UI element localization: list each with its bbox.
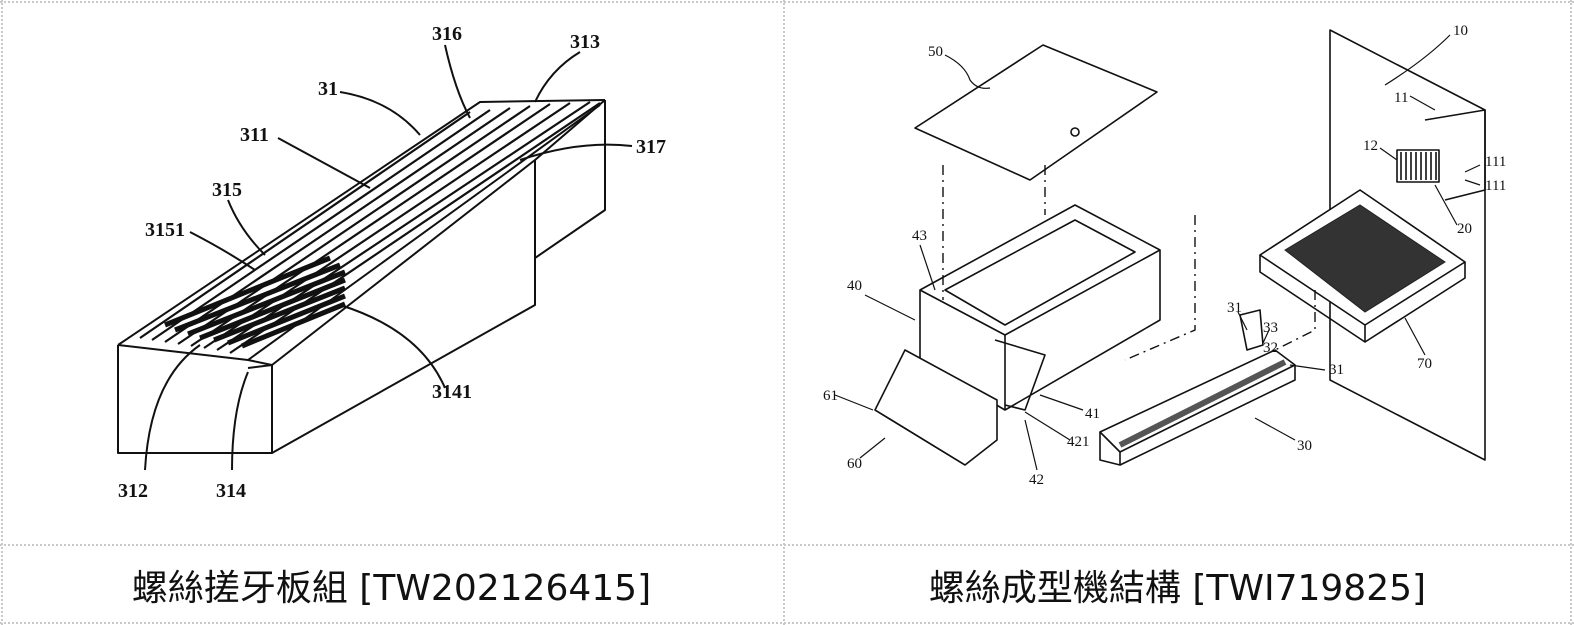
label-31-top: 31 [1227,300,1242,316]
label-312: 312 [118,480,148,502]
label-31-side: 31 [1329,362,1344,378]
screw-forming-machine-drawing: 50 10 11 12 111 111 20 43 40 31 33 32 31… [785,0,1570,544]
label-316: 316 [432,23,462,45]
label-317: 317 [636,136,666,158]
label-30: 30 [1297,438,1312,454]
label-70: 70 [1417,356,1432,372]
label-314: 314 [216,480,246,502]
caption-screw-forming-machine: 螺絲成型機結構 [TWI719825] [785,546,1570,624]
label-12: 12 [1363,138,1378,154]
label-43: 43 [912,228,927,244]
figure-thread-rolling-die: 316 313 31 311 317 315 3151 3141 312 314 [0,0,783,544]
label-111-b: 111 [1485,178,1506,194]
label-32: 32 [1263,340,1278,356]
chute-30 [1100,350,1295,452]
lid-50 [915,45,1157,180]
grid-right-border [1570,0,1572,625]
label-20: 20 [1457,221,1472,237]
label-31: 31 [318,78,338,100]
label-313: 313 [570,31,600,53]
label-10: 10 [1453,23,1468,39]
label-60: 60 [847,456,862,472]
thread-rolling-die-drawing: 316 313 31 311 317 315 3151 3141 312 314 [0,0,783,544]
label-111-a: 111 [1485,154,1506,170]
label-41: 41 [1085,406,1100,422]
label-421: 421 [1067,434,1090,450]
label-3141: 3141 [432,381,472,403]
label-61: 61 [823,388,838,404]
label-11: 11 [1394,90,1408,106]
figure-screw-forming-machine: 50 10 11 12 111 111 20 43 40 31 33 32 31… [785,0,1570,544]
label-33: 33 [1263,320,1278,336]
label-3151: 3151 [145,219,185,241]
label-42: 42 [1029,472,1044,488]
label-50: 50 [928,44,943,60]
label-40: 40 [847,278,862,294]
caption-thread-rolling-die: 螺絲搓牙板組 [TW202126415] [0,546,783,624]
label-315: 315 [212,179,242,201]
label-311: 311 [240,124,269,146]
